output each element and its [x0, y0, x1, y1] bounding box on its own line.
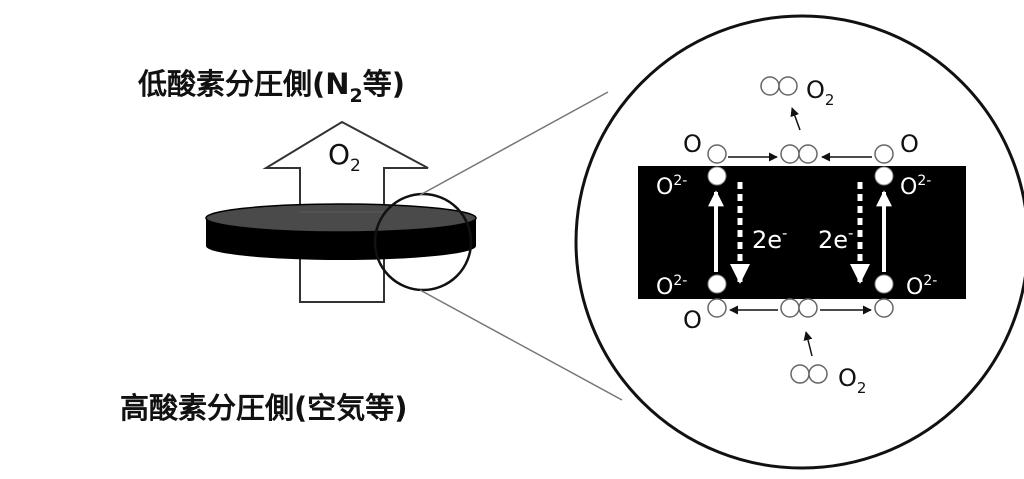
ion-br-o: O	[906, 275, 923, 300]
ion-top-left	[707, 166, 727, 186]
electron-label-right: 2e-	[818, 224, 853, 254]
electron-right-charge: -	[848, 224, 853, 242]
low-pressure-prefix: 低酸素分圧側(N	[137, 67, 350, 101]
arrow-o2-label: O2	[328, 138, 361, 176]
o2-molecule-bottom	[790, 364, 828, 384]
low-pressure-suffix: 等)	[363, 67, 405, 101]
electron-label-left: 2e-	[752, 224, 787, 254]
low-pressure-side-label: 低酸素分圧側(N2等)	[137, 67, 405, 107]
o2-bottom-label: O2	[838, 364, 866, 397]
ion-tr-o: O	[900, 175, 917, 200]
zoom-guide-line-top	[419, 91, 609, 196]
o-bottom-left-label: O	[683, 306, 702, 334]
electron-right-text: 2e	[818, 226, 848, 254]
surface-o-top-right	[874, 144, 894, 164]
arrow-o2-o: O	[328, 138, 350, 171]
ion-bl-o: O	[656, 275, 673, 300]
ion-tr-charge: 2-	[917, 173, 931, 189]
ion-tl-charge: 2-	[673, 173, 687, 189]
ion-label-bottom-left: O2-	[656, 273, 687, 300]
ion-label-bottom-right: O2-	[906, 273, 937, 300]
ion-tl-o: O	[656, 175, 673, 200]
o-top-left-label: O	[683, 130, 702, 158]
ion-label-top-right: O2-	[900, 173, 931, 200]
surface-o-top-left	[707, 144, 727, 164]
o2-top-o: O	[806, 76, 825, 104]
o2-bottom-o: O	[838, 364, 857, 392]
surface-o2-bottom-center	[780, 298, 818, 318]
surface-o-bottom-left	[707, 298, 727, 318]
o2-top-label: O2	[806, 76, 834, 109]
arrow-o2-subscript: 2	[350, 156, 361, 176]
o2-top-subscript: 2	[825, 91, 835, 109]
ion-label-top-left: O2-	[656, 173, 687, 200]
high-pressure-side-label: 高酸素分圧側(空気等)	[120, 391, 408, 425]
o2-adsorb-arrow	[803, 331, 813, 357]
ion-top-right	[874, 166, 894, 186]
electron-left-charge: -	[782, 224, 787, 242]
electron-left-text: 2e	[752, 226, 782, 254]
ion-bottom-right	[874, 274, 894, 294]
membrane-cross-section	[638, 166, 966, 299]
low-pressure-n2-subscript: 2	[350, 85, 363, 107]
membrane-disc-top	[205, 203, 477, 233]
o2-molecule-top	[760, 76, 798, 96]
ion-bl-charge: 2-	[673, 273, 687, 289]
o2-bottom-subscript: 2	[857, 379, 867, 397]
zoom-guide-line-bottom	[419, 289, 623, 401]
o2-release-arrow	[790, 107, 801, 131]
surface-o2-top-center	[780, 144, 818, 164]
ion-bottom-left	[707, 274, 727, 294]
surface-o-bottom-right	[874, 298, 894, 318]
o-top-right-label: O	[900, 130, 919, 158]
ion-br-charge: 2-	[923, 273, 937, 289]
